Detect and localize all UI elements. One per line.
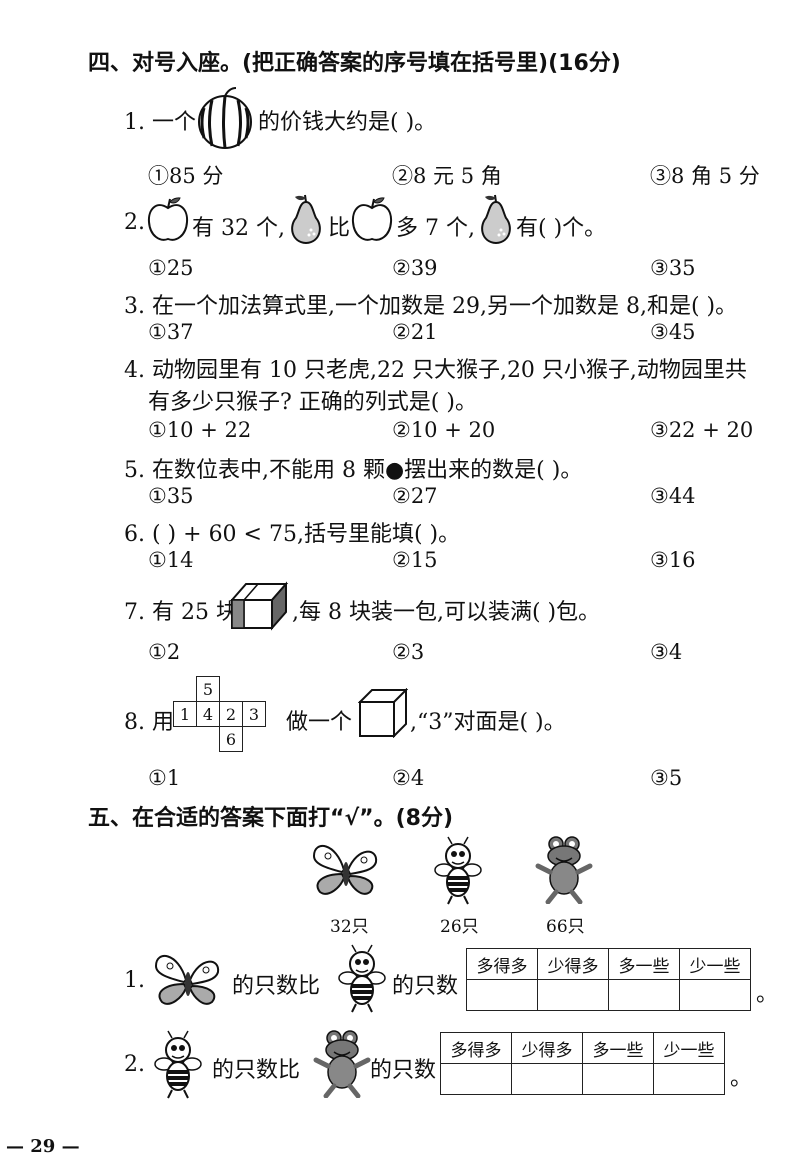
q4-line2: 有多少只猴子? 正确的列式是( )。 xyxy=(148,390,477,415)
pear-icon xyxy=(286,192,326,246)
butterfly-icon xyxy=(306,838,386,898)
section5-title: 五、在合适的答案下面打“√”。(8分) xyxy=(88,806,454,831)
net-cell: 1 xyxy=(173,701,197,727)
q7-option-2: ②3 xyxy=(392,640,425,664)
net-cell: 3 xyxy=(242,701,266,727)
net-cell-top: 5 xyxy=(196,676,220,702)
q8-mid: 做一个 xyxy=(286,710,353,735)
s5-q1-end: 的只数 xyxy=(392,974,459,999)
bee-count: 26只 xyxy=(440,917,479,937)
q7-pre: 7. 有 25 块 xyxy=(124,600,238,625)
q2-option-3: ③35 xyxy=(650,256,696,280)
q2-option-2: ②39 xyxy=(392,256,438,280)
q2-text-b: 有 32 个, xyxy=(192,216,285,241)
checkbox-cell[interactable] xyxy=(608,979,680,1011)
q6-option-1: ①14 xyxy=(148,548,194,572)
header-much-less: 少得多 xyxy=(511,1032,583,1064)
q4-option-1: ①10 + 22 xyxy=(148,418,252,442)
net-cell: 2 xyxy=(219,701,243,727)
q6-text: 6. ( ) + 60 < 75,括号里能填( )。 xyxy=(124,522,461,547)
checkbox-cell[interactable] xyxy=(466,979,538,1011)
checkbox-cell[interactable] xyxy=(582,1063,654,1095)
section4-title: 四、对号入座。(把正确答案的序号填在括号里)(16分) xyxy=(88,51,621,76)
q2-number: 2. xyxy=(124,210,145,235)
q8-pre: 8. 用 xyxy=(124,710,174,735)
pear-icon xyxy=(476,192,516,246)
checkbox-cell[interactable] xyxy=(653,1063,725,1095)
s5-q1-period: 。 xyxy=(756,982,779,1007)
net-cell-bottom: 6 xyxy=(219,726,243,752)
header-much-more: 多得多 xyxy=(440,1032,512,1064)
q7-post: ,每 8 块装一包,可以装满( )包。 xyxy=(292,600,601,625)
bee-icon xyxy=(148,1030,208,1100)
q3-text: 3. 在一个加法算式里,一个加数是 29,另一个加数是 8,和是( )。 xyxy=(124,294,738,319)
s5-q2-number: 2. xyxy=(124,1052,145,1077)
q5-option-1: ①35 xyxy=(148,484,194,508)
checkbox-cell[interactable] xyxy=(537,979,609,1011)
q5-option-2: ②27 xyxy=(392,484,438,508)
apple-icon xyxy=(350,196,394,244)
header-much-less: 少得多 xyxy=(537,948,609,980)
bee-icon xyxy=(428,836,488,906)
q3-option-1: ①37 xyxy=(148,320,194,344)
q8-option-2: ②4 xyxy=(392,766,425,790)
s5-q2-period: 。 xyxy=(730,1066,753,1091)
q1-option-3: ③8 角 5 分 xyxy=(650,164,760,188)
cube-net: 5 1 4 2 3 6 xyxy=(173,676,266,752)
q2-text-d: 多 7 个, xyxy=(396,216,475,241)
s5-q2-end: 的只数 xyxy=(370,1058,437,1083)
s5-q2-answer-table: 多得多 少得多 多一些 少一些 xyxy=(440,1032,725,1095)
q8-post: ,“3”对面是( )。 xyxy=(410,710,566,735)
q2-text-e: 有( )个。 xyxy=(516,216,607,241)
q7-option-3: ③4 xyxy=(650,640,683,664)
q6-option-2: ②15 xyxy=(392,548,438,572)
q4-line1: 4. 动物园里有 10 只老虎,22 只大猴子,20 只小猴子,动物园里共 xyxy=(124,358,747,383)
q1-post: 的价钱大约是( )。 xyxy=(258,110,437,135)
s5-q1-mid: 的只数比 xyxy=(232,974,321,999)
bee-icon xyxy=(332,944,392,1014)
s5-q2-mid: 的只数比 xyxy=(212,1058,301,1083)
q6-option-3: ③16 xyxy=(650,548,696,572)
frog-icon xyxy=(534,834,594,904)
q3-option-2: ②21 xyxy=(392,320,438,344)
q4-option-3: ③22 + 20 xyxy=(650,418,754,442)
header-much-more: 多得多 xyxy=(466,948,538,980)
q5-text: 5. 在数位表中,不能用 8 颗●摆出来的数是( )。 xyxy=(124,458,583,483)
apple-icon xyxy=(146,196,190,244)
frog-count: 66只 xyxy=(546,917,585,937)
q8-option-1: ①1 xyxy=(148,766,181,790)
s5-q1-answer-table: 多得多 少得多 多一些 少一些 xyxy=(466,948,751,1011)
q1-option-2: ②8 元 5 角 xyxy=(392,164,502,188)
header-a-bit-less: 少一些 xyxy=(653,1032,725,1064)
watermelon-icon xyxy=(198,87,252,149)
q4-option-2: ②10 + 20 xyxy=(392,418,496,442)
q2-text-c: 比 xyxy=(328,216,351,241)
page-number: — 29 — xyxy=(6,1136,80,1157)
q1-pre: 1. 一个 xyxy=(124,110,196,135)
checkbox-cell[interactable] xyxy=(679,979,751,1011)
q3-option-3: ③45 xyxy=(650,320,696,344)
checkbox-cell[interactable] xyxy=(511,1063,583,1095)
header-a-bit-more: 多一些 xyxy=(582,1032,654,1064)
checkbox-cell[interactable] xyxy=(440,1063,512,1095)
q1-option-1: ①85 分 xyxy=(148,164,224,188)
header-a-bit-less: 少一些 xyxy=(679,948,751,980)
q5-option-3: ③44 xyxy=(650,484,696,508)
header-a-bit-more: 多一些 xyxy=(608,948,680,980)
butterfly-icon xyxy=(148,948,228,1008)
q8-option-3: ③5 xyxy=(650,766,683,790)
q7-option-1: ①2 xyxy=(148,640,181,664)
eraser-icon xyxy=(229,581,289,631)
net-cell: 4 xyxy=(196,701,220,727)
s5-q1-number: 1. xyxy=(124,968,145,993)
q2-option-1: ①25 xyxy=(148,256,194,280)
butterfly-count: 32只 xyxy=(330,917,369,937)
cube-icon xyxy=(358,688,408,738)
frog-icon xyxy=(312,1028,372,1098)
